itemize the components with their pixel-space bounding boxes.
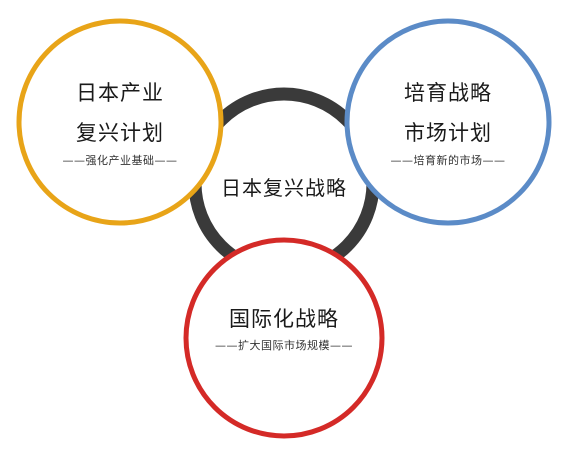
global-title: 国际化战略 bbox=[229, 307, 339, 331]
industry-title-line2: 复兴计划 bbox=[76, 121, 164, 145]
market-circle bbox=[344, 18, 552, 226]
global-circle bbox=[183, 237, 385, 439]
global-subtitle: ——扩大国际市场规模—— bbox=[215, 339, 353, 352]
market-title-line1: 培育战略 bbox=[404, 81, 492, 105]
industry-title-line1: 日本产业 bbox=[76, 81, 164, 105]
industry-circle bbox=[16, 18, 224, 226]
center-title: 日本复兴战略 bbox=[221, 176, 347, 200]
market-title-line2: 市场计划 bbox=[404, 121, 492, 145]
market-subtitle: ——培育新的市场—— bbox=[390, 154, 506, 167]
industry-subtitle: ——强化产业基础—— bbox=[62, 154, 178, 167]
